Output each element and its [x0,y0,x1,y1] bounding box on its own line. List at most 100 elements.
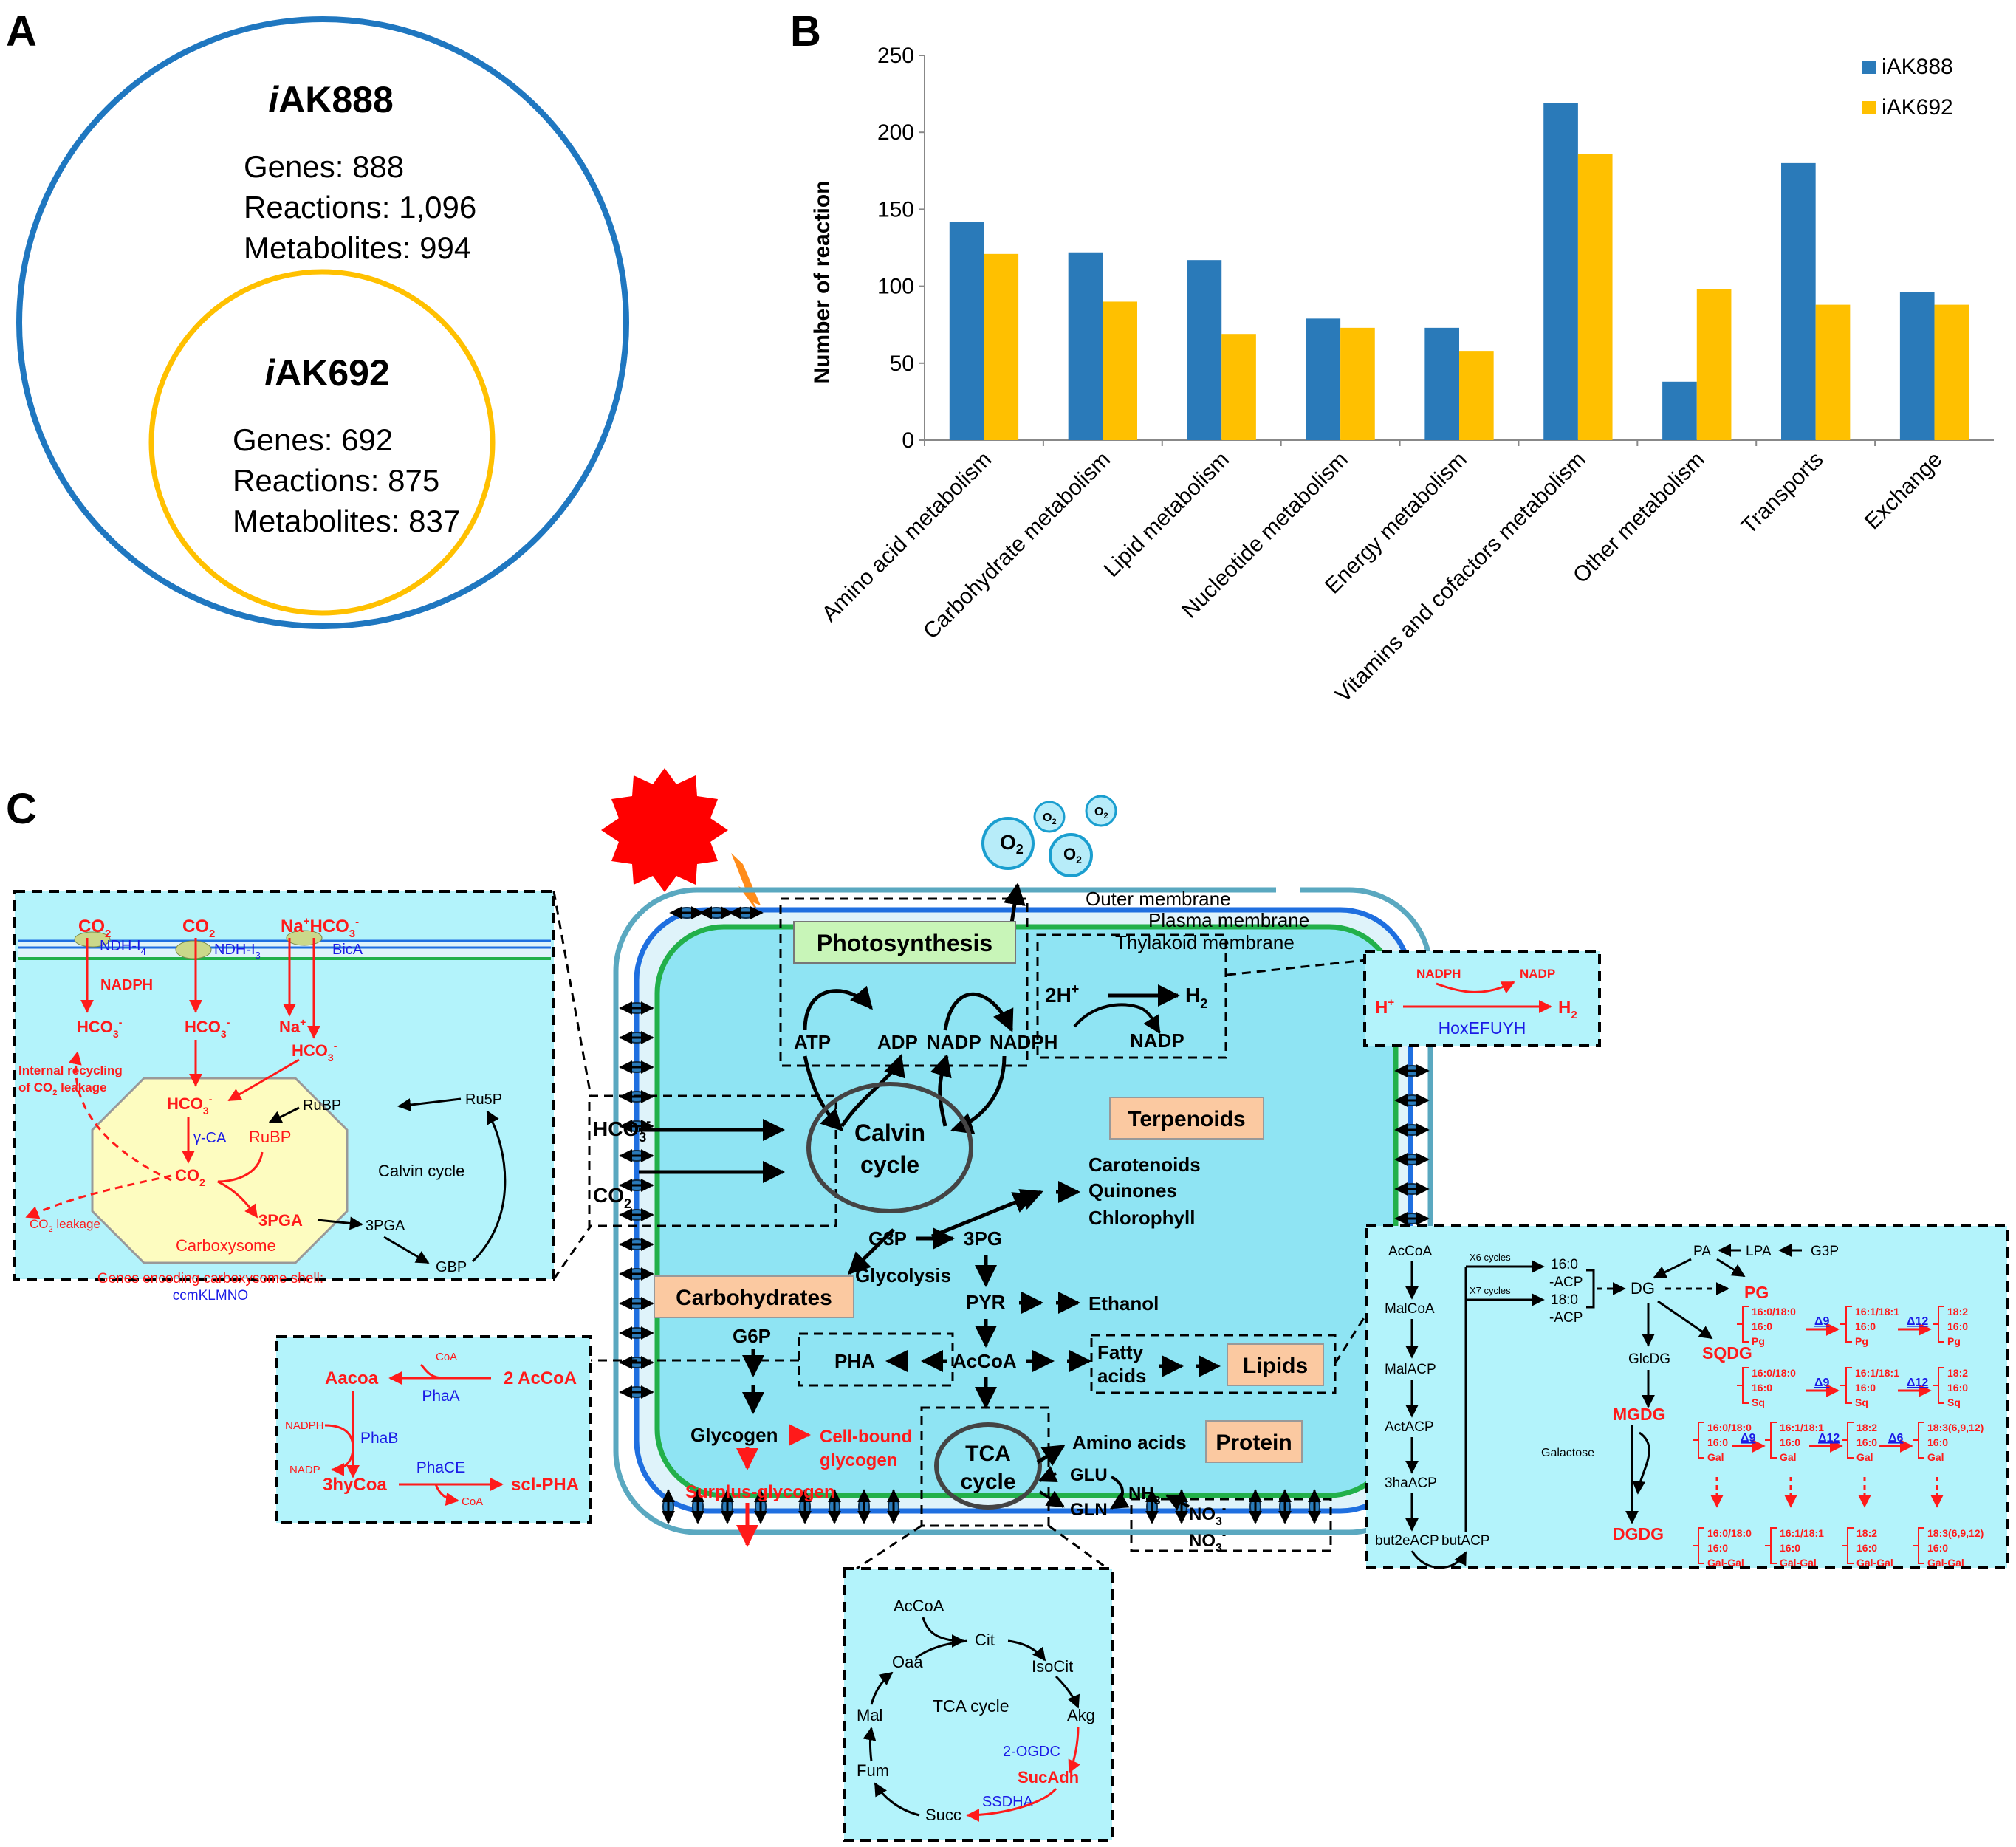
transporter-icon [619,1001,654,1015]
tca-callout-line-right [1048,1524,1108,1570]
lipid-species-line: Pg [1947,1335,1961,1347]
carotenoids-label: Carotenoids [1088,1154,1201,1176]
fatty-acids-label-1: Fatty [1097,1341,1144,1363]
lipid-species-line: 18:2 [1947,1306,1968,1317]
pha-box: Aacoa CoA 2 AcCoA PhaA NADPH NADP PhaB 3… [275,1335,592,1524]
ndh14-complex [74,931,111,948]
desaturase-label: Δ9 [1741,1432,1756,1445]
terpenoids-box [1109,1097,1264,1140]
lipid-species-line: Gal-Gal [1780,1557,1817,1569]
lip-x6: X6 cycles [1470,1252,1511,1263]
venn-outer-genes: Genes: 888 [244,149,404,184]
chlorophyll-label: Chlorophyll [1088,1207,1195,1229]
lipid-species-group: 16:0/18:016:0Sq [1737,1367,1796,1408]
o2-bubble-1 [981,817,1035,870]
lipids-label: Lipids [1243,1354,1308,1378]
panel-a-label: A [6,7,37,55]
ccm-calvin-label: Calvin cycle [378,1162,464,1180]
desaturase-label: Δ9 [1814,1315,1830,1328]
venn-inner-circle [148,269,496,616]
shell-genes-label-2: ccmKLMNO [173,1288,248,1303]
transporter-icon [619,1060,654,1074]
lipid-species-line: 16:0 [1855,1320,1876,1332]
lipid-species-group: 16:0/18:016:0Pg [1737,1306,1796,1347]
carbon-uptake-zone [588,1094,837,1227]
lipid-species-line: Gal-Gal [1707,1557,1744,1569]
lipid-species-line: Sq [1752,1397,1765,1408]
transporter-icon [798,1489,812,1524]
fatty-acids-label-2: acids [1097,1365,1147,1387]
lipid-callout-line [1334,1314,1368,1364]
venn-inner-genes: Genes: 692 [233,422,393,457]
nitrate-zone [1130,1498,1332,1552]
lip-g3p: G3P [1811,1244,1839,1259]
venn-outer-title: iAK888 [268,79,394,120]
lipid-species-line: 16:0 [1927,1542,1948,1554]
ccm-co2-inner: CO2 [175,1166,205,1188]
bar-iak888-2 [1068,252,1103,440]
tca-ogdc: 2-OGDC [1003,1744,1060,1760]
nadph-to-calvin-arrow [950,1055,1007,1134]
lip-actacp: ActACP [1385,1419,1434,1435]
bars [949,103,1969,440]
bica-into-carboxysome-arrow [227,1058,300,1102]
lipid-species-group: 16:1/18:116:0Pg [1840,1306,1899,1347]
lip-galactose-arrow [1632,1431,1650,1495]
ccm-callout-top [552,891,592,1097]
hox-nadph: NADPH [1416,967,1461,981]
recycle-label-2: of CO2 leakage [18,1080,107,1097]
lipid-species-line: 18:3(6,9,12) [1927,1527,1984,1539]
lipid-species-line: Gal [1707,1451,1724,1463]
h2-nadp-label: NADP [1130,1029,1184,1052]
bar-iak888-4 [1306,318,1341,440]
transporter-icon [1394,1123,1430,1137]
ccm-3pga-red: 3PGA [258,1211,303,1230]
carbohydrates-box [654,1275,854,1318]
ccm-hco3-3: HCO3- [292,1040,337,1063]
tca-fum-arrow [863,1727,877,1762]
tca-fum: Fum [857,1761,889,1780]
o2-bubble-3 [1049,833,1093,877]
tca-cit-arrow [1007,1639,1046,1662]
protein-box [1205,1420,1303,1463]
panel-c-label: C [6,785,37,833]
desaturase-label: Δ9 [1814,1377,1830,1389]
tca-sucadh-arrow [966,1787,1057,1822]
transporter-icon [1394,1182,1430,1196]
lip-malacp: MalACP [1385,1362,1436,1377]
lipid-species-line: Gal [1856,1451,1873,1463]
hox-enzyme: HoxEFUYH [1439,1018,1526,1038]
lipid-species-line: 16:0 [1856,1436,1877,1448]
bar-iak692-9 [1934,304,1969,440]
tca-oaa-arrow [915,1639,968,1659]
ccm-3pga-black: 3PGA [366,1218,405,1234]
lipid-species-line: 16:0/18:0 [1752,1306,1796,1317]
g6p-label: G6P [733,1325,771,1347]
transporter-icon [691,1489,704,1524]
lipid-species-line: 16:0 [1947,1320,1968,1332]
bar-iak888-8 [1781,162,1816,440]
lipid-species-line: 16:0 [1752,1382,1772,1394]
y-tick-label: 50 [890,352,914,376]
calvin-cycle-ellipse [806,1082,973,1213]
co2-recycle-arrow [69,1051,172,1182]
amino-acids-label: Amino acids [1072,1431,1187,1453]
lipid-box: AcCoA MalCoA MalACP ActACP 3haACP but2eA… [1365,1224,2009,1569]
y-tick-label: 200 [877,120,914,145]
ccm-rubp-red: RuBP [249,1128,291,1146]
ccm-hco3-4: HCO3- [167,1093,213,1117]
lip-accoa: AcCoA [1388,1244,1432,1259]
atp-adp-arrow [803,985,873,1031]
transporter-icon [619,1326,654,1340]
no3-inner-label: NO3- [1189,1502,1226,1528]
pha-nadph-arrow [324,1424,354,1476]
transporter-icon [619,1267,654,1281]
cellbound-label-2: glycogen [820,1450,897,1470]
venn-outer-reactions: Reactions: 1,096 [244,190,476,225]
legend-swatch-iak888 [1862,61,1876,74]
lip-sqdg: SQDG [1702,1343,1752,1363]
ethanol-label: Ethanol [1088,1292,1159,1315]
y-tick-label: 100 [877,275,914,299]
